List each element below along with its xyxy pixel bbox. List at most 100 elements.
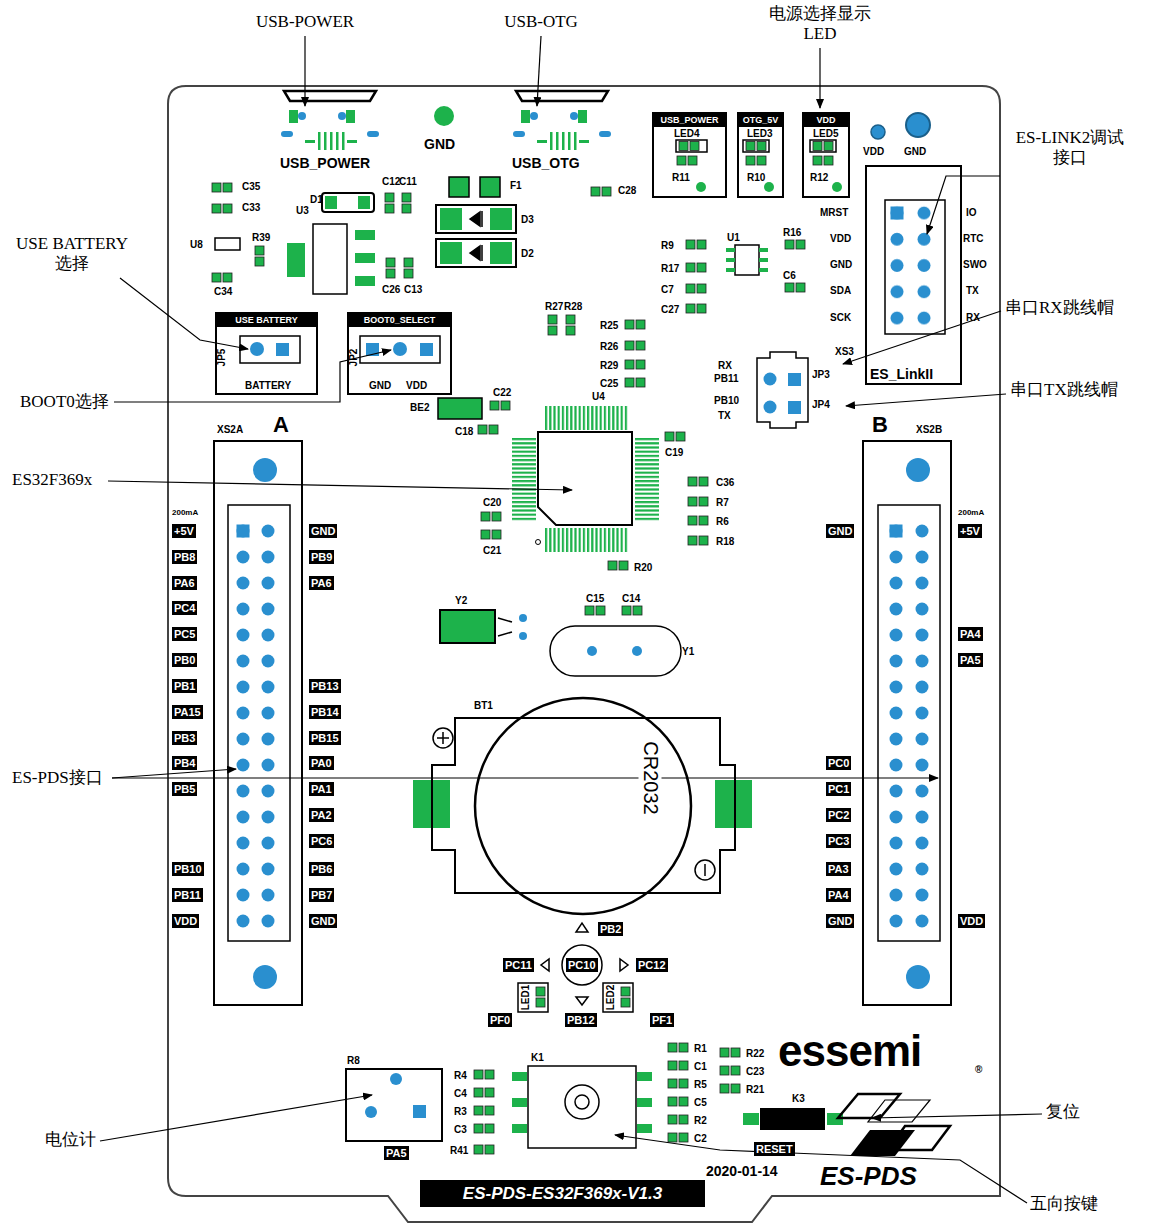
pin-header xyxy=(253,458,277,482)
smd-parts xyxy=(481,512,501,521)
smd-parts xyxy=(566,315,575,335)
silkscreen-label: RTC xyxy=(963,233,984,244)
led-indicator xyxy=(832,182,842,192)
pin-tag: PA1 xyxy=(309,782,334,796)
smd-parts xyxy=(688,477,708,486)
pin-header xyxy=(237,525,250,538)
silkscreen-label: JP2 xyxy=(348,349,359,367)
jumper-pins xyxy=(788,373,801,386)
part-outline: ES_LinkII xyxy=(865,165,962,385)
logo-mark xyxy=(838,1094,950,1156)
jumper-pins xyxy=(240,336,300,363)
crystal xyxy=(440,610,495,643)
part-outline: OTG_5VLED3R10 xyxy=(737,112,784,198)
silkscreen-label: R20 xyxy=(634,562,652,573)
pin-tag: PC5 xyxy=(172,627,197,641)
mcu-chip xyxy=(512,438,536,522)
silkscreen-label: GND xyxy=(424,136,455,152)
battery-holder xyxy=(413,698,752,914)
leader-line xyxy=(819,48,820,108)
smd-parts xyxy=(490,401,510,410)
silkscreen-label: ® xyxy=(975,1064,982,1075)
callout-label: 串口TX跳线帽 xyxy=(1010,380,1118,400)
leader-line xyxy=(537,36,541,106)
joystick-markings xyxy=(575,1095,589,1109)
silkscreen-label: USB_POWER xyxy=(280,155,370,171)
silkscreen-label: R26 xyxy=(600,341,618,352)
silkscreen-label: R29 xyxy=(600,360,618,371)
pin-tag: VDD xyxy=(172,914,199,928)
smd-parts xyxy=(212,183,805,1154)
logo-mark xyxy=(888,1126,950,1150)
pin-tag: PB8 xyxy=(172,550,197,564)
mcu-chip xyxy=(545,528,629,552)
silkscreen-label: LED4 xyxy=(674,128,700,139)
silkscreen-label: R17 xyxy=(661,263,679,274)
silkscreen-label: C26 xyxy=(382,284,400,295)
joystick-markings xyxy=(637,1124,652,1133)
callout-label: 五向按键 xyxy=(1030,1194,1098,1214)
logo-mark xyxy=(838,1094,900,1118)
power-parts xyxy=(436,205,516,233)
led-indicator xyxy=(746,142,766,151)
joystick-markings xyxy=(621,987,630,1007)
crystal xyxy=(550,626,681,676)
joystick-markings xyxy=(620,959,628,971)
silkscreen-label: LED5 xyxy=(813,128,839,139)
pin-tag: PC3 xyxy=(826,834,851,848)
silkscreen-label: D2 xyxy=(521,248,534,259)
crystal xyxy=(587,646,597,656)
leader-line xyxy=(304,36,305,106)
pin-tag: PB3 xyxy=(172,731,197,745)
pin-tag: PC0 xyxy=(826,756,851,770)
silkscreen-label: C19 xyxy=(665,447,683,458)
battery-label: CR2032 xyxy=(639,739,662,816)
led-indicator xyxy=(676,140,842,192)
silkscreen-label: U4 xyxy=(592,391,605,402)
leader-line xyxy=(112,769,236,778)
silkscreen-label: C35 xyxy=(242,181,260,192)
pin-tag: GND xyxy=(826,524,854,538)
power-parts xyxy=(490,242,512,264)
silkscreen-label: R11 xyxy=(672,172,690,183)
jumper-pins xyxy=(276,343,289,356)
smd-parts xyxy=(665,432,685,441)
pin-tag: PB9 xyxy=(309,550,334,564)
debug-header xyxy=(885,200,945,334)
jumper-pins xyxy=(250,342,264,356)
debug-header xyxy=(884,200,938,331)
silkscreen-label: RX xyxy=(718,360,732,371)
joystick-markings xyxy=(637,1072,652,1081)
silkscreen-label: C6 xyxy=(783,270,796,281)
silkscreen-label: RX xyxy=(966,312,980,323)
mcu-chip xyxy=(512,406,659,552)
pin-tag: PC6 xyxy=(309,834,334,848)
callout-label: 电源选择显示 LED xyxy=(765,4,875,45)
jumper-pins xyxy=(788,401,801,414)
smd-parts xyxy=(668,1061,688,1070)
silkscreen-label: R3 xyxy=(454,1106,467,1117)
jumper-pins xyxy=(764,401,777,414)
part-outline: XS2AA xyxy=(213,440,303,1006)
silkscreen-label: R10 xyxy=(747,172,765,183)
silkscreen-label: Y1 xyxy=(682,646,694,657)
power-parts xyxy=(470,245,482,261)
battery-holder xyxy=(695,860,715,880)
silkscreen-label: C5 xyxy=(694,1097,707,1108)
power-parts xyxy=(726,248,735,252)
callout-label: USE BATTERY 选择 xyxy=(13,234,131,275)
silkscreen-label: U1 xyxy=(727,232,740,243)
smd-parts xyxy=(474,1124,494,1133)
pin-tag: PA0 xyxy=(309,756,334,770)
power-parts xyxy=(355,276,375,286)
silkscreen-label: C11 xyxy=(399,176,417,187)
smd-parts xyxy=(720,1048,740,1057)
power-parts xyxy=(735,245,759,275)
joystick-markings xyxy=(512,1098,527,1107)
leader-line xyxy=(872,1114,1042,1118)
pin-tag: PB10 xyxy=(172,862,204,876)
part-outline: BXS2B xyxy=(862,440,952,1006)
smd-parts xyxy=(481,530,501,539)
silkscreen-label: ES_LinkII xyxy=(870,366,933,382)
